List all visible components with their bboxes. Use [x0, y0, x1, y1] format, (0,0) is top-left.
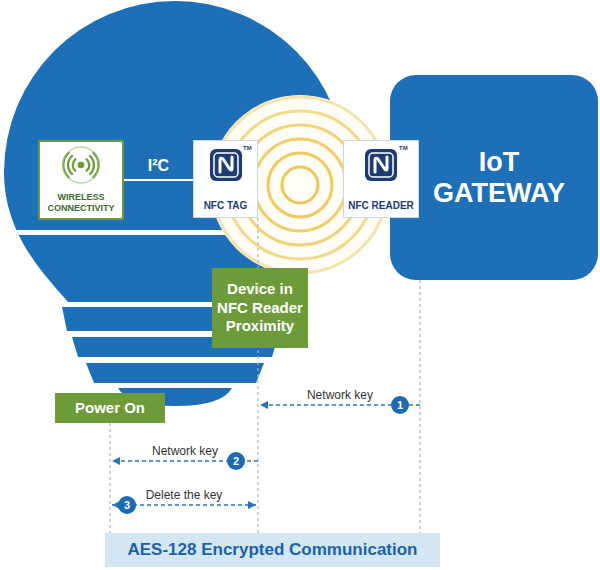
nfc-logo	[209, 148, 243, 182]
bus-line	[124, 179, 193, 181]
node-text: Device in NFC Reader Proximity	[216, 280, 304, 336]
edge-label: I²C	[146, 156, 171, 175]
state-box: Power On	[55, 393, 165, 423]
gateway-box: IoT GATEWAY NFC READER	[390, 75, 598, 280]
edge-label: Network key	[150, 444, 220, 458]
lifeline	[109, 423, 110, 533]
wireless-icon	[62, 146, 100, 184]
lifeline	[257, 218, 258, 533]
node-text: WIRELESS CONNECTIVITY	[42, 192, 120, 213]
callout-number: 2	[227, 452, 245, 470]
nfc-tag-box: NFC TAG	[193, 140, 258, 218]
node-text: AES-128 Encrypted Communication	[111, 540, 434, 560]
bulb-base-ring	[86, 363, 264, 383]
trademark: TM	[399, 145, 408, 151]
node-text: NFC READER	[346, 200, 416, 212]
callout-number: 1	[391, 396, 409, 414]
trademark: TM	[243, 145, 252, 151]
edge-label: Network key	[305, 388, 375, 402]
state-box: Device in NFC Reader Proximity	[212, 268, 308, 348]
node-text: NFC TAG	[196, 200, 255, 212]
edge-label: Delete the key	[144, 488, 225, 502]
nfc-logo	[364, 148, 398, 182]
node-text: Power On	[59, 399, 161, 417]
callout-number: 3	[118, 496, 136, 514]
node-text: IoT GATEWAY	[424, 147, 574, 207]
encryption-band: AES-128 Encrypted Communication	[105, 533, 440, 567]
lifeline	[419, 280, 420, 533]
nfc-reader-box: NFC READER	[343, 140, 419, 218]
module-box: WIRELESS CONNECTIVITY	[38, 140, 124, 220]
